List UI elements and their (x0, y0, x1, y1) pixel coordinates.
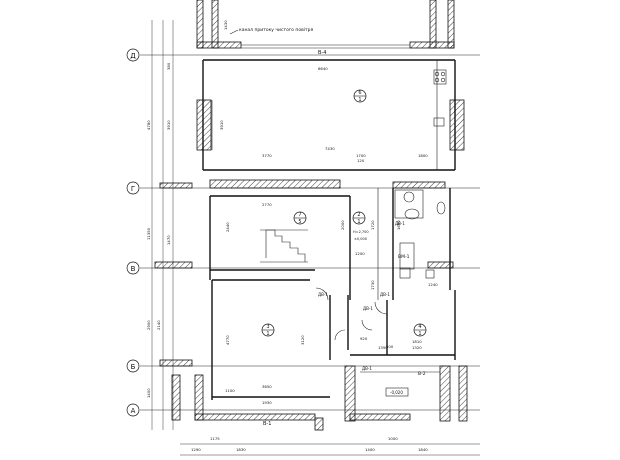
lower-walls (159, 279, 468, 431)
sink-icon (433, 117, 445, 127)
svg-text:1830: 1830 (236, 447, 246, 452)
svg-text:3910: 3910 (219, 120, 224, 130)
svg-text:Б: Б (131, 363, 136, 371)
svg-text:4770: 4770 (225, 335, 230, 345)
svg-text:Д: Д (130, 52, 136, 60)
middle-walls (154, 179, 454, 300)
svg-text:500: 500 (386, 344, 394, 349)
door-label-1: ДВ-1 (318, 292, 328, 297)
room-marker-4: 4 1 (413, 323, 427, 337)
svg-text:В: В (131, 265, 136, 273)
dimension-labels: 6640 7430 3770 2770 1700 1800 3650 1930 … (146, 20, 438, 452)
svg-text:1: 1 (358, 97, 361, 103)
svg-text:1810: 1810 (412, 339, 422, 344)
svg-text:3910: 3910 (166, 120, 171, 130)
svg-text:2140: 2140 (156, 320, 161, 330)
axis-lines (140, 20, 480, 456)
upper-room-walls (196, 0, 465, 171)
svg-text:11350: 11350 (146, 227, 151, 240)
ventilation-b4-label: В-4 (318, 50, 326, 56)
svg-text:1175: 1175 (210, 436, 220, 441)
svg-text:1350: 1350 (378, 345, 388, 350)
svg-text:7: 7 (298, 212, 301, 218)
door-label-4: ДВ-1 (395, 221, 405, 226)
svg-text:1: 1 (357, 219, 360, 225)
svg-text:1: 1 (266, 331, 269, 337)
svg-text:2: 2 (357, 212, 360, 218)
svg-text:1: 1 (418, 331, 421, 337)
ventilation-bm1-label: ВМ-1 (398, 254, 410, 260)
svg-text:3: 3 (266, 324, 269, 330)
door-label-3: ДВ-1 (363, 306, 373, 311)
svg-text:4: 4 (418, 324, 421, 330)
svg-text:1400: 1400 (365, 447, 375, 452)
room-marker-3: 3 1 (261, 323, 275, 337)
svg-text:1100: 1100 (225, 388, 235, 393)
axis-bubble-d: Д (126, 48, 140, 62)
svg-text:3770: 3770 (262, 153, 272, 158)
svg-text:1700: 1700 (356, 153, 366, 158)
door-swings (315, 287, 388, 341)
svg-text:1320: 1320 (412, 345, 422, 350)
svg-text:1200: 1200 (355, 251, 365, 256)
svg-text:1650: 1650 (396, 220, 401, 230)
svg-text:2440: 2440 (225, 222, 230, 232)
height-mark: Н=2,700 (353, 230, 369, 234)
axis-bubble-v: В (126, 261, 140, 275)
bathroom-fixtures (394, 189, 446, 279)
svg-text:920: 920 (360, 336, 368, 341)
svg-text:1400: 1400 (146, 388, 151, 398)
svg-text:1470: 1470 (166, 235, 171, 245)
axis-bubble-g: Г (126, 181, 140, 195)
annotation-labels: канал притоку чистого повітря В-4 В-1 В-… (229, 27, 426, 427)
svg-text:4780: 4780 (146, 120, 151, 130)
svg-text:5: 5 (298, 219, 301, 225)
zero-level-mark: ±0,000 (354, 237, 367, 241)
axis-bubble-b: Б (126, 359, 140, 373)
svg-text:2000: 2000 (340, 220, 345, 230)
svg-text:6: 6 (358, 90, 361, 96)
svg-text:1000: 1000 (388, 436, 398, 441)
svg-text:Г: Г (131, 185, 135, 193)
svg-text:1930: 1930 (262, 400, 272, 405)
svg-text:6640: 6640 (318, 66, 328, 71)
svg-text:1730: 1730 (370, 280, 375, 290)
room-marker-6: 6 1 (353, 89, 367, 103)
minus-level-mark: -0,020 (390, 390, 403, 395)
svg-text:380: 380 (166, 62, 171, 70)
svg-text:2770: 2770 (262, 202, 272, 207)
staircase (260, 229, 308, 263)
svg-text:1800: 1800 (418, 153, 428, 158)
room-marker-2: 2 1 (352, 211, 366, 225)
air-channel-label: канал притоку чистого повітря (239, 27, 313, 33)
svg-text:120: 120 (357, 158, 365, 163)
svg-text:1720: 1720 (370, 220, 375, 230)
svg-text:1240: 1240 (428, 282, 438, 287)
svg-text:3120: 3120 (300, 335, 305, 345)
door-label-2: ДВ-1 (380, 292, 390, 297)
ventilation-b2-label: В-2 (418, 371, 426, 377)
svg-text:7430: 7430 (325, 146, 335, 151)
door-label-5: ДВ-1 (362, 366, 372, 371)
svg-text:3650: 3650 (262, 384, 272, 389)
ventilation-b1-label: В-1 (263, 421, 271, 427)
room-marker-7: 7 5 (293, 211, 307, 225)
svg-text:1430: 1430 (223, 20, 228, 30)
svg-text:2900: 2900 (146, 320, 151, 330)
svg-text:1840: 1840 (418, 447, 428, 452)
svg-text:1290: 1290 (191, 447, 201, 452)
stove-icon (433, 69, 447, 85)
axis-bubble-a: А (126, 403, 140, 417)
svg-text:А: А (131, 407, 136, 415)
